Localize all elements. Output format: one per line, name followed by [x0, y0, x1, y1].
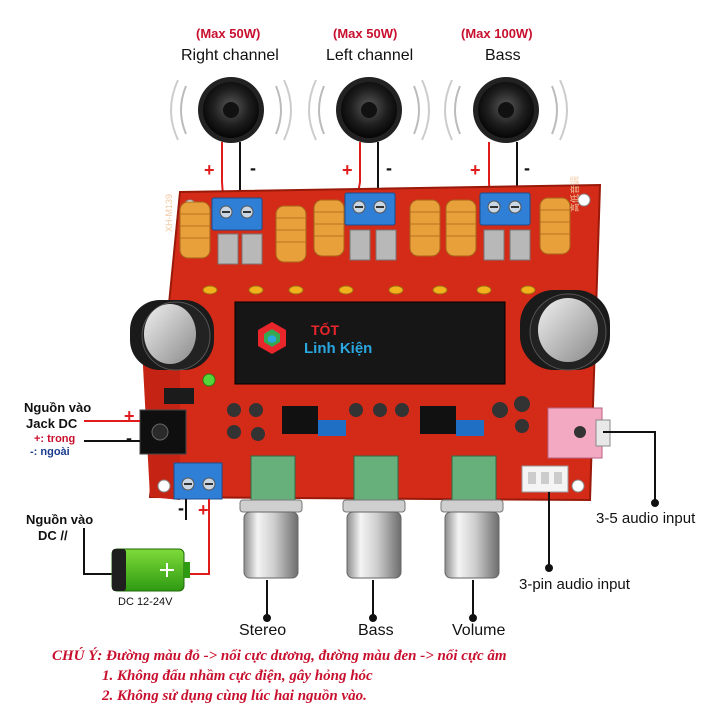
logo-mark: [258, 322, 286, 354]
three-pin-label: 3-pin audio input: [519, 576, 630, 593]
warning-line1: CHÚ Ý: Đường màu đỏ -> nối cực dương, đư…: [52, 648, 507, 664]
bass-minus: -: [524, 158, 530, 178]
audio-jack-35: [547, 407, 611, 459]
dc-jack-title-line1: Nguồn vào: [24, 400, 92, 415]
battery-label: DC 12-24V: [118, 596, 173, 608]
board-marking-left: XH-M139: [164, 193, 174, 232]
knob-bass-label: Bass: [358, 622, 394, 639]
dc-terminal-minus: -: [178, 498, 184, 518]
left-channel-label: Left channel: [326, 47, 414, 64]
dc-jack: [139, 409, 187, 455]
knob-volume-label: Volume: [452, 622, 506, 639]
bass-speaker-label: Bass: [485, 47, 521, 64]
left-channel-max: (Max 50W): [333, 26, 398, 41]
dc-jack-outer: -: ngoài: [30, 446, 70, 458]
input-pointers: [545, 431, 659, 572]
dc-jack-title-line2: Jack DC: [26, 416, 78, 431]
board-marking-right: 高低音调: [570, 175, 580, 212]
dc-jack-wires: [84, 420, 140, 442]
left-minus: -: [386, 158, 392, 178]
right-plus: +: [204, 160, 215, 180]
bass-max: (Max 100W): [461, 26, 533, 41]
inductor-coils: [179, 197, 571, 263]
warning-note: CHÚ Ý: Đường màu đỏ -> nối cực dương, đư…: [52, 646, 507, 706]
right-minus: -: [250, 158, 256, 178]
dc-jack-title: Nguồn vào Jack DC: [24, 400, 91, 432]
dc-jack-inner: +: trong: [34, 433, 76, 445]
dc-terminal-block: [173, 462, 223, 500]
dc-jack-plus: +: [124, 406, 135, 426]
speaker-left: [308, 77, 430, 143]
ceramic-capacitors: [202, 285, 536, 295]
dc-jack-minus: -: [126, 428, 132, 448]
logo-line2: Linh Kiện: [304, 340, 373, 357]
knob-volume: [440, 455, 504, 579]
dc-terminal-plus: +: [198, 500, 209, 520]
speaker-bass: [444, 77, 568, 143]
electrolytic-capacitor-left: [130, 300, 214, 371]
warning-line3: 2. Không sử dụng cùng lúc hai nguồn vào.: [102, 688, 367, 704]
bass-plus: +: [470, 160, 481, 180]
left-plus: +: [342, 160, 353, 180]
film-capacitors: [217, 229, 531, 265]
electrolytic-capacitor-right: [520, 290, 610, 371]
dc-terminal-title-line2: DC //: [38, 528, 68, 543]
audio-35-label: 3-5 audio input: [596, 510, 696, 527]
battery-icon: [111, 548, 190, 592]
speaker-right: [170, 77, 292, 143]
logo-line1: TỐT: [311, 322, 339, 338]
small-components: [164, 388, 530, 441]
right-channel-label: Right channel: [181, 47, 279, 64]
knob-stereo: [239, 455, 303, 579]
right-channel-max: (Max 50W): [196, 26, 261, 41]
power-led: [202, 373, 216, 387]
dc-terminal-title-line1: Nguồn vào: [26, 512, 94, 527]
knob-stereo-label: Stereo: [239, 622, 287, 639]
warning-line2: 1. Không đấu nhầm cực điện, gây hỏng hóc: [102, 668, 373, 684]
dc-terminal-title: Nguồn vào DC //: [26, 512, 93, 544]
battery-wires: [83, 499, 210, 575]
knob-pointers: [263, 580, 477, 622]
three-pin-connector: [521, 465, 569, 493]
knob-bass: [342, 455, 406, 579]
speaker-terminals: [211, 192, 531, 231]
